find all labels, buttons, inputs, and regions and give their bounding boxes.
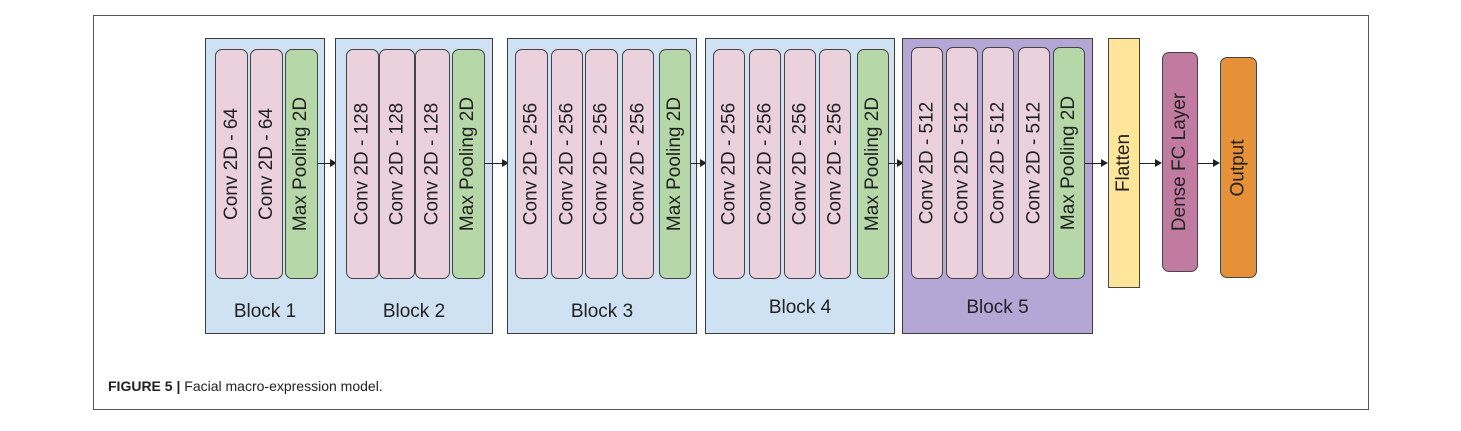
layer-label: Conv 2D - 64 <box>220 108 242 220</box>
layer-label: Conv 2D - 256 <box>789 102 811 226</box>
layer-label: Conv 2D - 256 <box>718 102 740 226</box>
pool-layer: Max Pooling 2D <box>1053 47 1085 279</box>
block-1: Conv 2D - 64 Conv 2D - 64 Max Pooling 2D… <box>205 38 325 334</box>
arrow-connector <box>1198 158 1220 167</box>
layer-label: Max Pooling 2D <box>290 96 312 232</box>
conv-layer: Conv 2D - 512 <box>982 47 1014 279</box>
arrow-connector <box>690 158 707 167</box>
arrow-connector <box>1140 158 1162 167</box>
conv-layer: Conv 2D - 256 <box>713 49 745 279</box>
conv-layer: Conv 2D - 256 <box>784 49 816 279</box>
layer-label: Conv 2D - 128 <box>421 102 443 226</box>
conv-layer: Conv 2D - 128 <box>415 49 450 279</box>
conv-layer: Conv 2D - 64 <box>250 49 283 279</box>
conv-layer: Conv 2D - 256 <box>585 49 618 279</box>
block-label: Block 5 <box>966 297 1029 318</box>
layer-label: Conv 2D - 128 <box>351 102 373 226</box>
caption-separator: | <box>176 378 181 394</box>
layer-label: Dense FC Layer <box>1169 92 1190 232</box>
layer-label: Max Pooling 2D <box>457 96 479 232</box>
layer-label: Conv 2D - 512 <box>987 101 1009 225</box>
pool-layer: Max Pooling 2D <box>659 49 691 279</box>
layer-label: Conv 2D - 512 <box>916 101 938 225</box>
arrow-connector <box>888 158 904 167</box>
conv-layer: Conv 2D - 256 <box>749 49 781 279</box>
layer-label: Conv 2D - 256 <box>590 102 612 226</box>
conv-layer: Conv 2D - 256 <box>819 49 851 279</box>
figure-caption: FIGURE 5 | Facial macro-expression model… <box>108 378 383 394</box>
pool-layer: Max Pooling 2D <box>452 49 485 279</box>
block-4: Conv 2D - 256 Conv 2D - 256 Conv 2D - 25… <box>705 38 895 334</box>
layer-label: Max Pooling 2D <box>862 96 883 232</box>
conv-layer: Conv 2D - 512 <box>911 47 943 279</box>
layer-label: Conv 2D - 256 <box>556 102 578 226</box>
arrow-connector <box>1085 158 1108 167</box>
conv-layer: Conv 2D - 256 <box>622 49 654 279</box>
caption-text: Facial macro-expression model. <box>184 378 383 394</box>
block-label: Block 3 <box>570 301 634 322</box>
dense-fc-layer: Dense FC Layer <box>1162 52 1198 272</box>
flatten-layer: Flatten <box>1108 38 1140 288</box>
layer-label: Conv 2D - 256 <box>824 102 846 226</box>
layer-label: Conv 2D - 64 <box>255 108 277 220</box>
arrow-connector <box>484 158 509 167</box>
layer-label: Conv 2D - 256 <box>754 102 776 226</box>
block-label: Block 2 <box>382 301 446 322</box>
layer-label: Output <box>1227 138 1249 197</box>
layer-label: Flatten <box>1113 133 1134 193</box>
block-label: Block 1 <box>233 301 297 322</box>
pool-layer: Max Pooling 2D <box>857 49 889 279</box>
layer-label: Conv 2D - 128 <box>386 102 408 226</box>
conv-layer: Conv 2D - 256 <box>515 49 548 279</box>
layer-label: Max Pooling 2D <box>1058 95 1079 231</box>
block-5: Conv 2D - 512 Conv 2D - 512 Conv 2D - 51… <box>902 38 1093 334</box>
layer-label: Max Pooling 2D <box>664 96 685 232</box>
conv-layer: Conv 2D - 512 <box>1018 47 1050 279</box>
output-layer: Output <box>1220 57 1257 278</box>
block-2: Conv 2D - 128 Conv 2D - 128 Conv 2D - 12… <box>335 38 493 334</box>
conv-layer: Conv 2D - 256 <box>551 49 583 279</box>
block-3: Conv 2D - 256 Conv 2D - 256 Conv 2D - 25… <box>507 38 697 334</box>
layer-label: Conv 2D - 512 <box>1023 101 1045 225</box>
conv-layer: Conv 2D - 128 <box>346 49 379 279</box>
layer-label: Conv 2D - 256 <box>520 102 542 226</box>
conv-layer: Conv 2D - 64 <box>215 49 248 279</box>
conv-layer: Conv 2D - 128 <box>379 49 415 279</box>
block-label: Block 4 <box>768 297 832 318</box>
layer-label: Conv 2D - 256 <box>627 102 649 226</box>
layer-label: Conv 2D - 512 <box>951 101 973 225</box>
arrow-connector <box>317 158 337 167</box>
pool-layer: Max Pooling 2D <box>285 49 318 279</box>
conv-layer: Conv 2D - 512 <box>946 47 978 279</box>
figure-number: FIGURE 5 <box>108 378 173 394</box>
